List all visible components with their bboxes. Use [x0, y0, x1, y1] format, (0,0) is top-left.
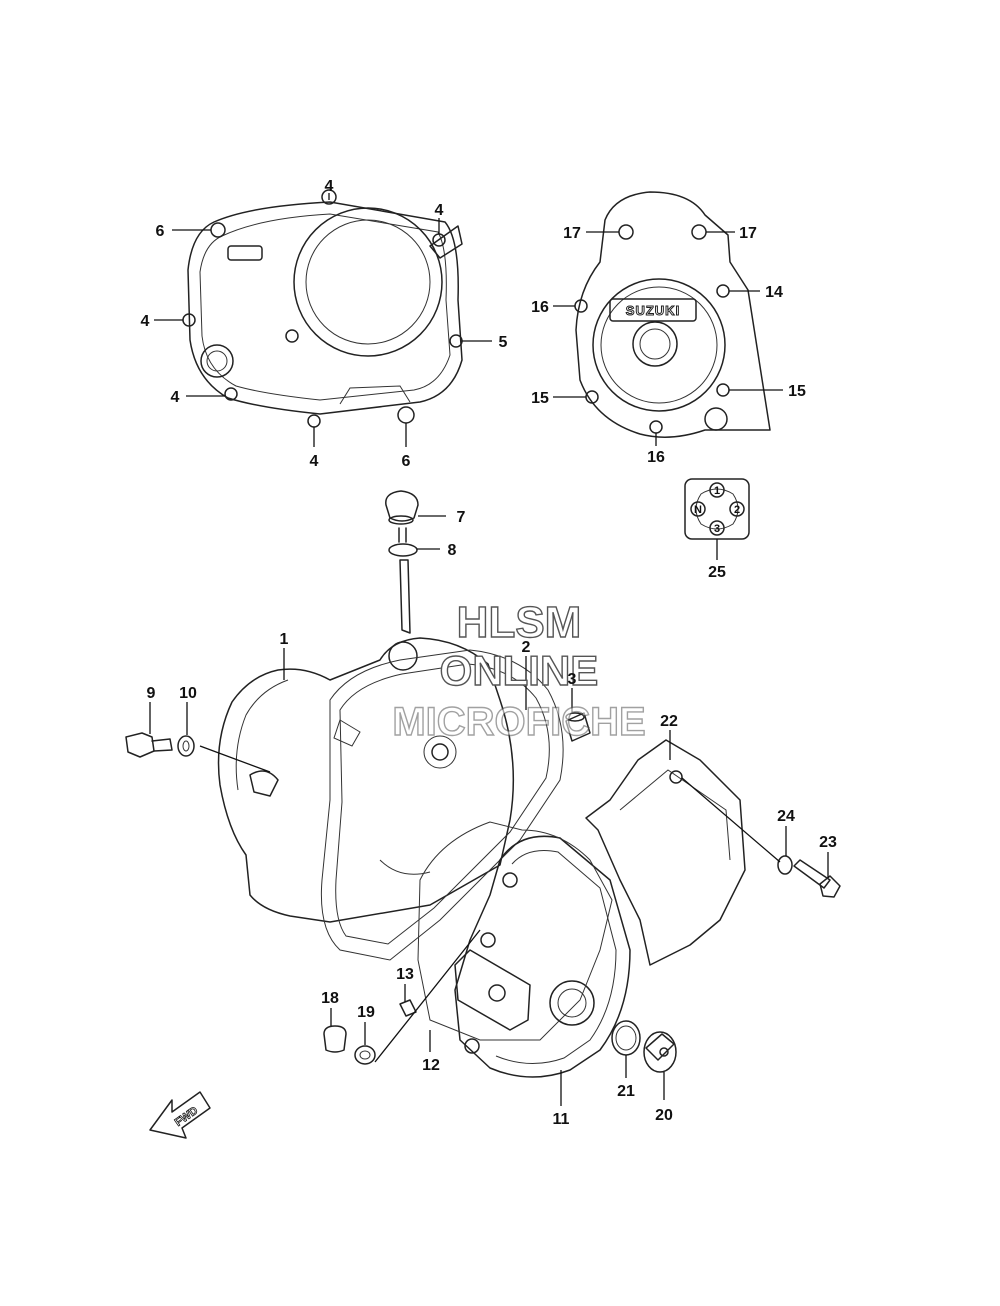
callout-label: 4 — [310, 453, 319, 470]
callout-label: 9 — [147, 685, 156, 702]
magneto-cover-assembly-drawing — [454, 835, 631, 1078]
callout-label: 5 — [499, 334, 508, 351]
gear-label-2: 2 — [734, 504, 740, 516]
callout-label: 15 — [531, 390, 549, 407]
callout-label: 18 — [321, 990, 339, 1007]
callout-label: 19 — [357, 1004, 375, 1021]
oil-filler-cap-drawing — [385, 490, 419, 634]
watermark-line-2: ONLINE — [440, 647, 599, 694]
callout-label: 17 — [739, 225, 757, 242]
callout-label: 14 — [765, 284, 783, 301]
callout-label: 1 — [280, 631, 289, 648]
magneto-gasket-drawing — [417, 821, 613, 1041]
callout-label: 21 — [617, 1083, 635, 1100]
callout-label: 12 — [422, 1057, 440, 1074]
callout-labels: 4 4 6 4 5 4 4 6 17 17 16 14 15 15 16 7 8… — [141, 178, 837, 1128]
gear-label-1: 1 — [714, 485, 720, 497]
watermark-line-3: MICROFICHE — [392, 700, 645, 744]
callout-label: 25 — [708, 564, 726, 581]
callout-label: 24 — [777, 808, 795, 825]
callout-label: 4 — [435, 202, 444, 219]
callout-label: 3 — [568, 671, 577, 688]
callout-label: 4 — [171, 389, 180, 406]
callout-label: 8 — [448, 542, 457, 559]
callout-label: 20 — [655, 1107, 673, 1124]
callout-label: 16 — [531, 299, 549, 316]
brand-logo-text: SUZUKI — [626, 303, 680, 318]
forward-arrow-icon: FWD — [149, 1091, 211, 1139]
crankcase-cover-drawing — [217, 637, 515, 923]
magneto-cover-drawing: SUZUKI — [574, 191, 771, 438]
callout-label: 17 — [563, 225, 581, 242]
dowel-pin-drawing — [565, 712, 591, 742]
callout-label: 4 — [141, 313, 150, 330]
plug-oring-drawing — [611, 1020, 677, 1073]
callout-label: 22 — [660, 713, 678, 730]
callout-label: 11 — [553, 1111, 570, 1128]
callout-label: 6 — [156, 223, 165, 240]
side-cover-drawing — [585, 739, 841, 966]
gear-indicator-plate: 1 N 2 3 — [684, 478, 750, 540]
gasket-drawing — [320, 649, 564, 961]
watermark: HLSM ONLINE MICROFICHE — [392, 597, 647, 744]
callout-label: 23 — [819, 834, 837, 851]
watermark-line-1: HLSM — [457, 598, 582, 647]
callout-label: 10 — [179, 685, 197, 702]
callout-label: 16 — [647, 449, 665, 466]
gear-label-3: 3 — [714, 523, 720, 535]
gear-label-neutral: N — [694, 504, 702, 516]
callout-label: 6 — [402, 453, 411, 470]
callout-label: 13 — [396, 966, 414, 983]
callout-label: 15 — [788, 383, 806, 400]
bolt-washer-drawing — [125, 732, 195, 758]
callout-label: 4 — [325, 178, 334, 195]
callout-label: 7 — [457, 509, 466, 526]
clutch-cover-drawing — [182, 189, 463, 428]
callout-label: 2 — [522, 639, 531, 656]
leader-lines — [149, 193, 829, 1106]
small-parts-drawing — [323, 999, 417, 1065]
